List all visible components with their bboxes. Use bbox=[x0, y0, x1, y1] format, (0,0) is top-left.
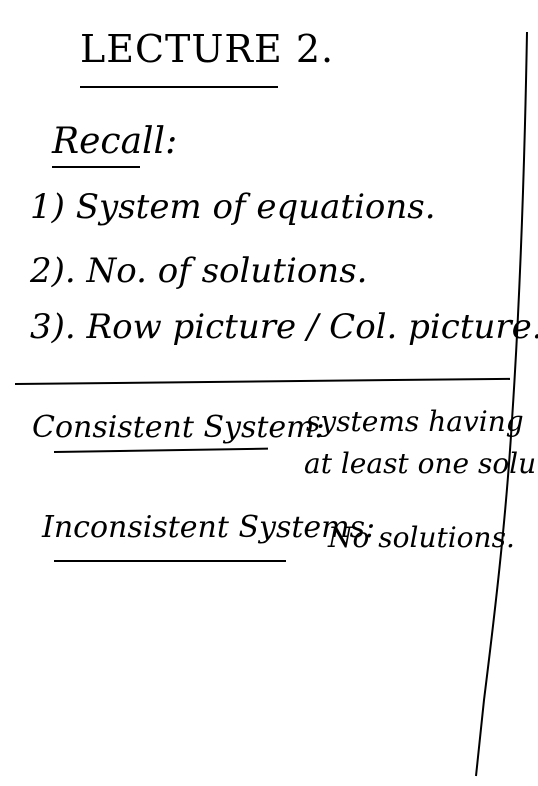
recall-heading: Recall: bbox=[52, 121, 178, 162]
definition-inconsistent: No solutions. bbox=[328, 521, 515, 554]
title-underline bbox=[80, 86, 278, 88]
recall-underline bbox=[52, 166, 140, 168]
term-inconsistent-underline bbox=[54, 560, 286, 562]
term-inconsistent-systems: Inconsistent Systems: bbox=[42, 510, 376, 545]
recall-item-3: 3). Row picture / Col. picture. bbox=[30, 307, 538, 347]
definition-consistent-line-1: systems having bbox=[306, 405, 524, 438]
term-consistent-system: Consistent System: bbox=[32, 410, 325, 445]
recall-item-2: 2). No. of solutions. bbox=[30, 251, 368, 291]
lecture-title: LECTURE 2. bbox=[80, 27, 335, 71]
definition-consistent-line-2: at least one solu bbox=[304, 447, 537, 480]
recall-item-1: 1) System of equations. bbox=[30, 187, 436, 227]
